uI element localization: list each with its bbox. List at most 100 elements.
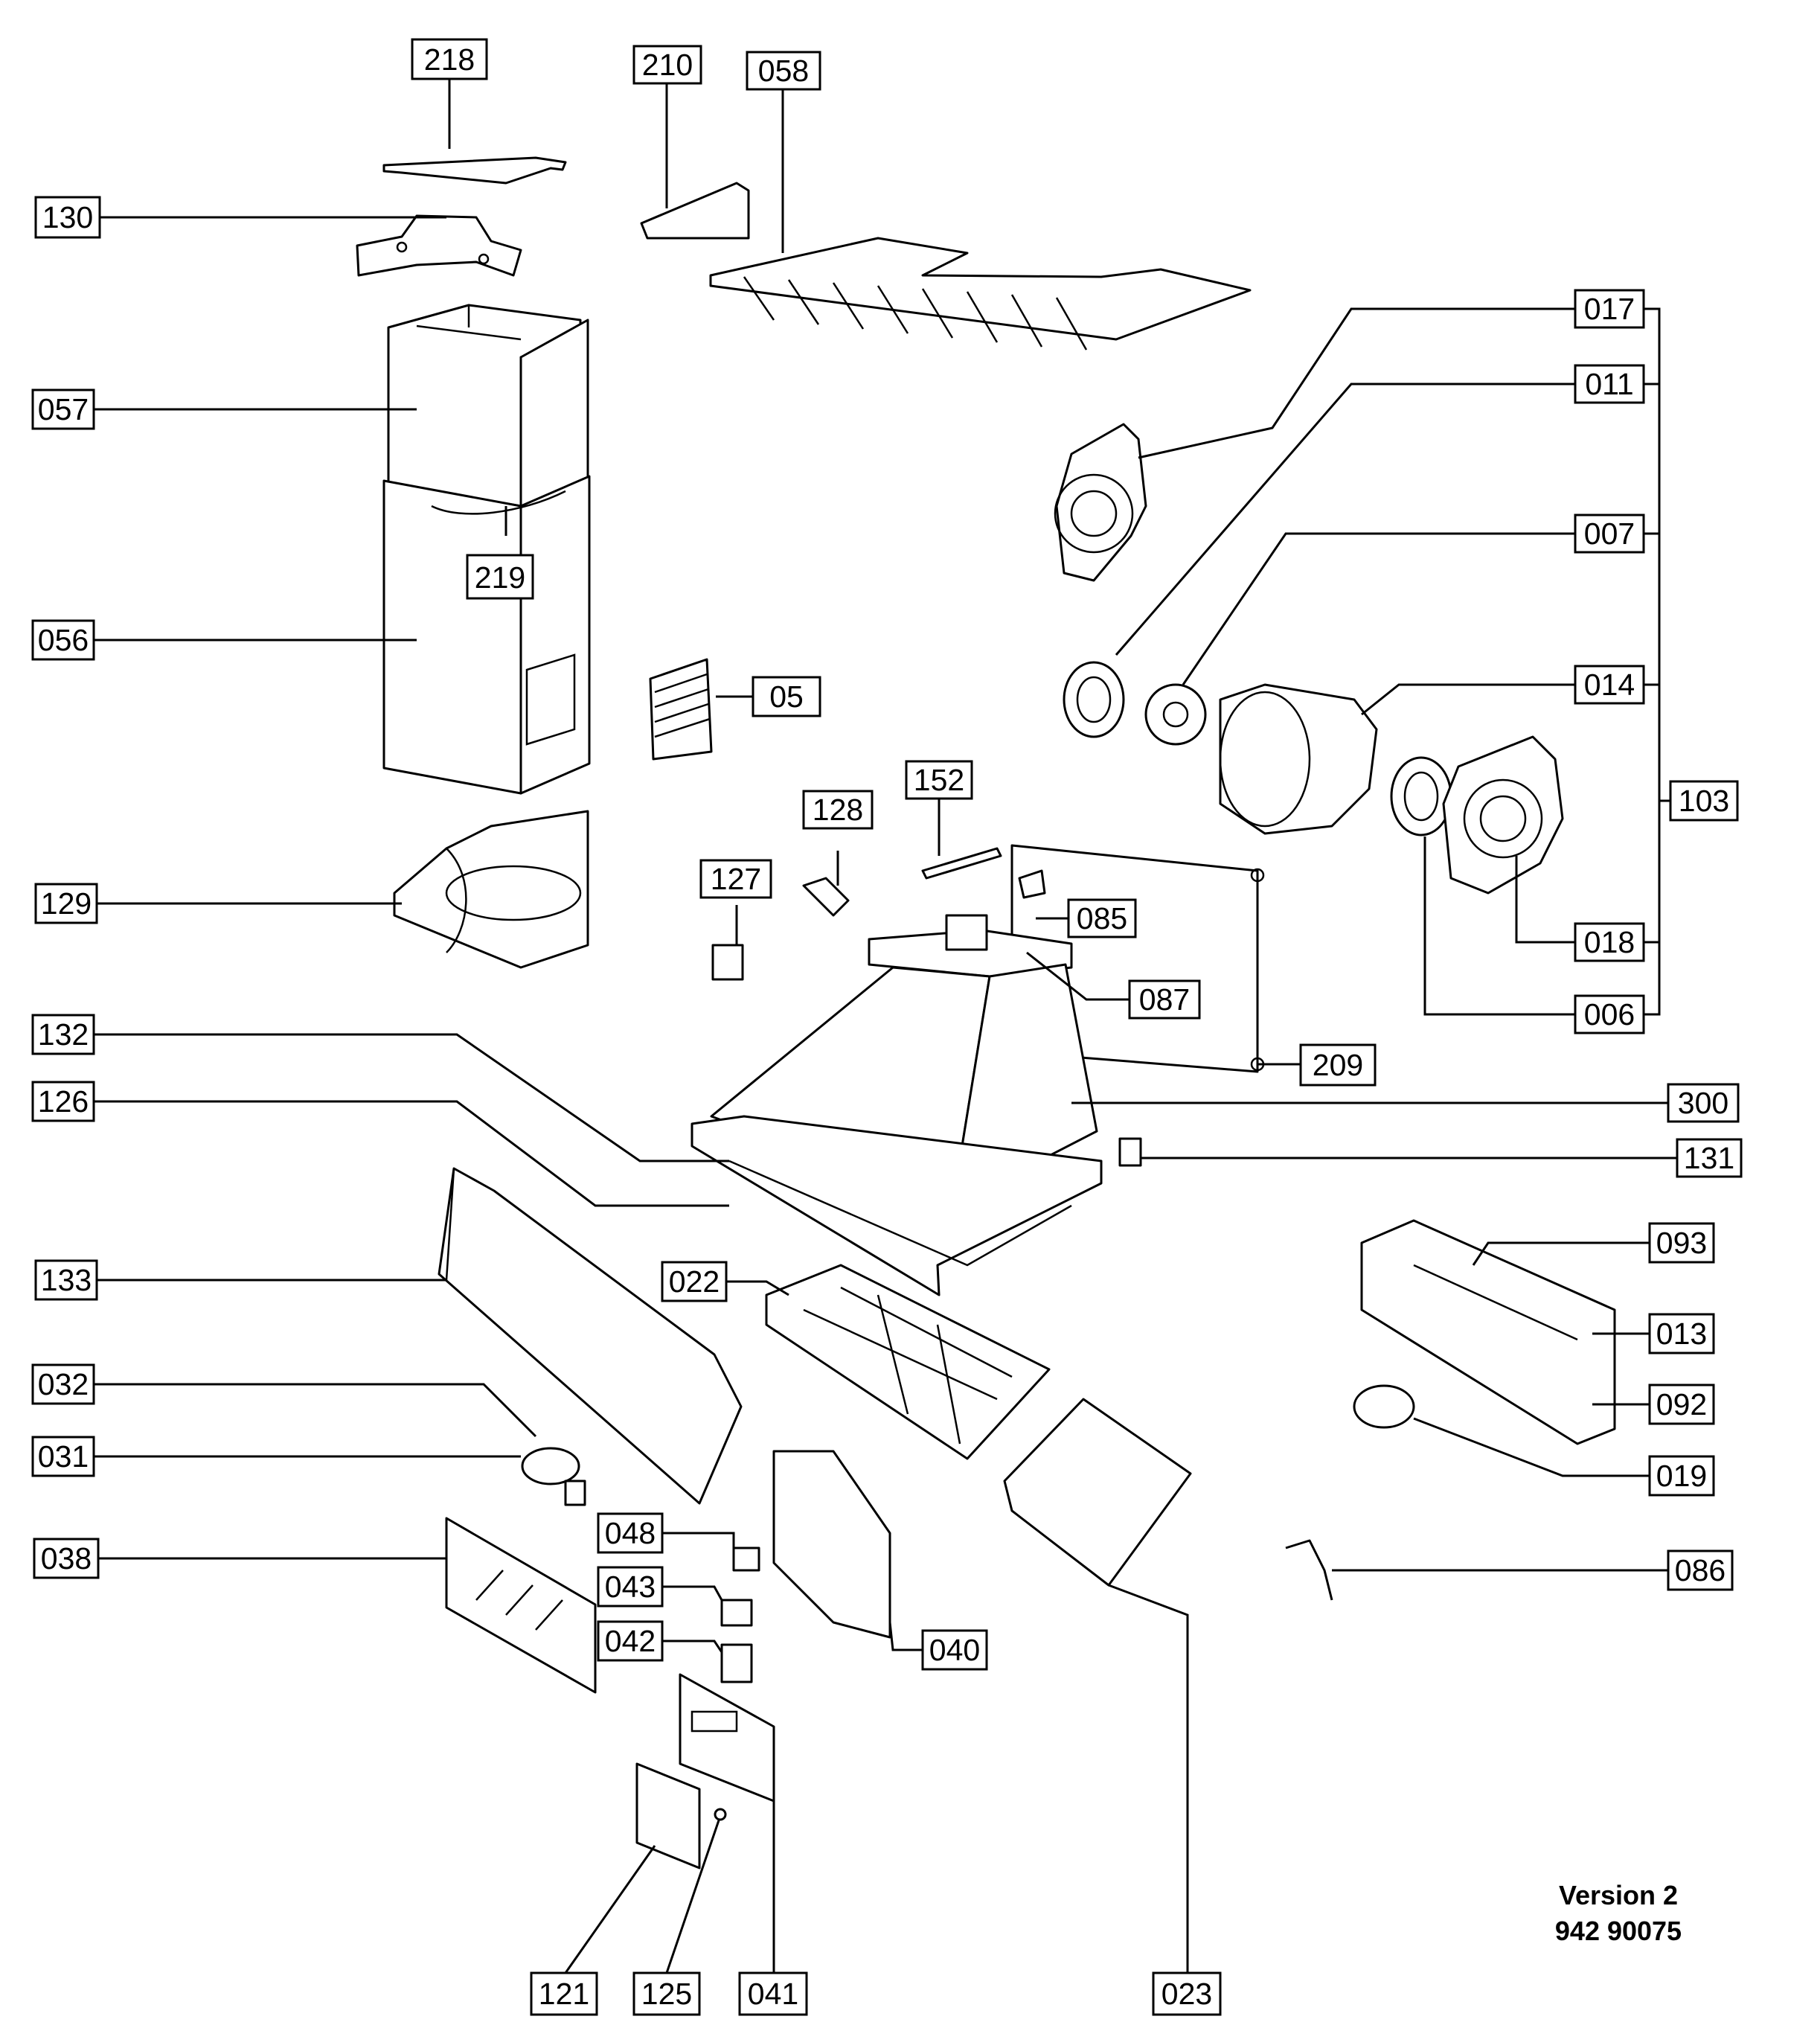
part-210-support [640,182,750,240]
svg-text:042: 042 [605,1624,656,1658]
svg-text:129: 129 [41,886,92,921]
label-032: 032 [31,1363,95,1405]
svg-text:057: 057 [38,392,89,426]
svg-text:300: 300 [1678,1086,1728,1120]
label-128: 128 [802,790,874,830]
label-103: 103 [1669,780,1739,822]
label-019: 019 [1648,1455,1715,1497]
label-133: 133 [34,1259,98,1301]
part-023-filter [1003,1398,1192,1587]
part-121-cover [635,1762,701,1869]
svg-text:218: 218 [424,42,475,77]
label-023: 023 [1152,1971,1222,2016]
svg-text:048: 048 [605,1516,656,1550]
svg-text:210: 210 [642,48,693,82]
label-057: 057 [31,388,95,430]
part-218-bracket [382,156,567,185]
svg-text:017: 017 [1584,292,1635,326]
part-058-grid [709,237,1252,351]
label-129: 129 [34,883,98,924]
label-031: 031 [31,1436,95,1477]
svg-text:086: 086 [1675,1553,1726,1587]
svg-text:006: 006 [1584,997,1635,1031]
part-127-relay [711,944,744,981]
svg-text:219: 219 [475,560,525,595]
part-011-impeller [1063,661,1125,738]
part-031-lamp [521,1447,586,1506]
part-038-glass [445,1517,597,1694]
part-022-filter [765,1264,1051,1460]
label-05: 05 [752,676,821,717]
label-126: 126 [31,1081,95,1122]
part-130-bracket [356,214,522,277]
svg-text:127: 127 [711,862,761,896]
part-043-switch [720,1599,753,1627]
label-121: 121 [530,1971,598,2016]
label-014: 014 [1574,665,1645,705]
svg-text:125: 125 [641,1977,692,2011]
part-006-impeller [1390,756,1452,837]
svg-text:133: 133 [41,1263,92,1297]
part-057-upper-chimney [387,304,589,508]
svg-text:131: 131 [1684,1141,1734,1175]
svg-text:209: 209 [1313,1048,1363,1082]
label-086: 086 [1667,1549,1734,1591]
part-132-126-frame [690,1115,1103,1296]
part-042-switch [720,1643,753,1683]
svg-text:031: 031 [38,1439,89,1474]
svg-text:032: 032 [38,1367,89,1401]
label-209: 209 [1299,1043,1377,1087]
svg-text:041: 041 [748,1977,798,2011]
part-041-panel [679,1673,775,1803]
svg-text:121: 121 [539,1977,589,2011]
label-040: 040 [921,1629,988,1671]
label-125: 125 [632,1971,701,2016]
svg-text:007: 007 [1584,516,1635,551]
part-017-fan-housing [1054,423,1147,582]
label-006: 006 [1574,994,1645,1034]
part-007-motor [1144,683,1207,746]
label-093: 093 [1648,1222,1715,1264]
svg-text:05: 05 [769,679,804,714]
svg-text:023: 023 [1161,1977,1212,2011]
svg-text:056: 056 [38,623,89,657]
svg-text:126: 126 [38,1084,89,1119]
label-210: 210 [632,45,702,85]
part-129-deflector [393,810,589,969]
label-011: 011 [1574,364,1645,404]
label-043: 043 [597,1566,664,1608]
label-018: 018 [1574,922,1645,962]
version-block: Version 2 942 90075 [1533,1878,1704,1949]
svg-text:103: 103 [1679,784,1729,818]
label-087: 087 [1128,979,1201,1020]
svg-text:128: 128 [813,793,863,827]
part-152-strip [921,847,1002,880]
svg-text:043: 043 [605,1570,656,1604]
svg-text:087: 087 [1139,982,1190,1017]
part-040-housing [772,1450,891,1639]
label-058: 058 [746,51,821,91]
svg-text:130: 130 [42,200,93,234]
label-132: 132 [31,1014,95,1055]
svg-text:038: 038 [41,1541,92,1576]
part-019-capacitor [1353,1384,1415,1429]
svg-text:018: 018 [1584,925,1635,959]
svg-text:011: 011 [1585,367,1633,401]
svg-text:058: 058 [758,54,809,88]
part-048-switch [732,1546,760,1572]
label-041: 041 [738,1971,808,2016]
part-131-connector [1118,1137,1142,1167]
part-128-switch [802,877,850,917]
part-093-092-tray [1360,1219,1616,1445]
label-042: 042 [597,1620,664,1662]
part-133-trim [438,1167,743,1505]
label-130: 130 [34,196,101,239]
part-086-cable [1285,1539,1333,1601]
label-013: 013 [1648,1313,1715,1354]
label-038: 038 [33,1538,100,1579]
svg-text:022: 022 [669,1264,720,1299]
svg-text:152: 152 [914,763,964,797]
svg-text:013: 013 [1656,1317,1707,1351]
label-219: 219 [466,554,534,600]
